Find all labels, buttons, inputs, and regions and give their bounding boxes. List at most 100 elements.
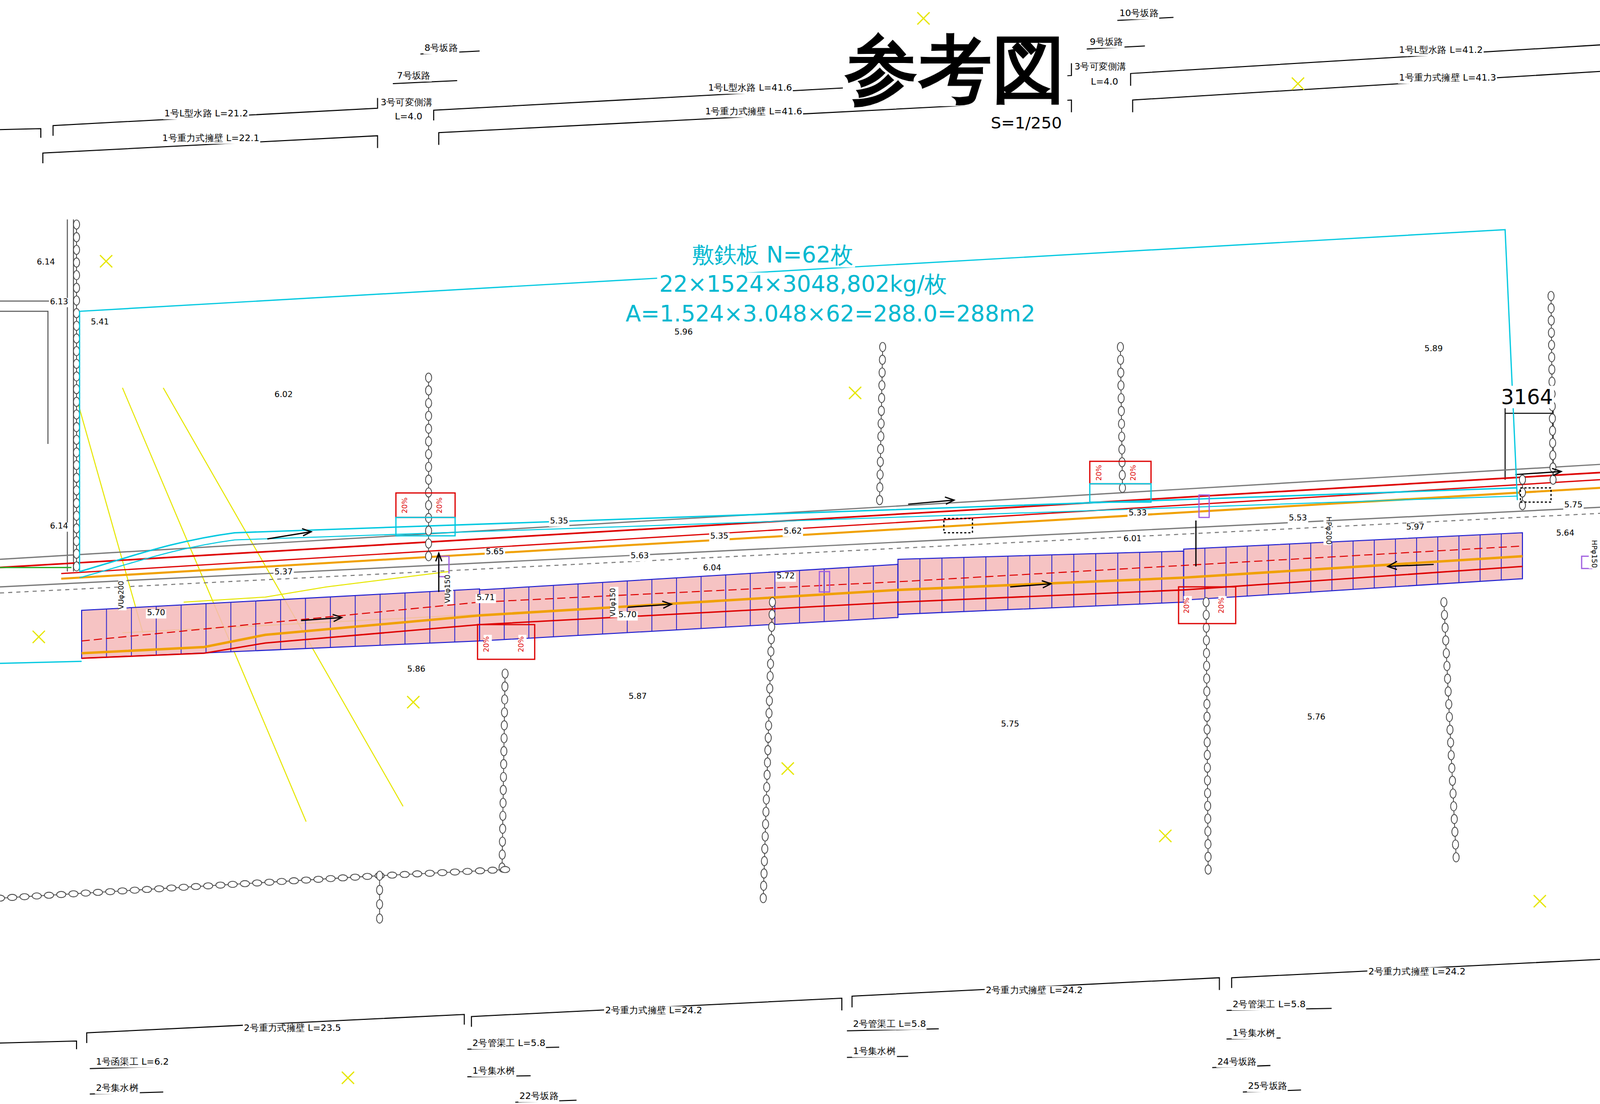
fence-post [877,444,884,454]
ramp-label: 8号坂路 [423,43,459,54]
fence-post [325,875,336,882]
fence-post [450,869,460,876]
plate-joint [963,557,965,612]
fence-post [376,871,383,881]
fence-post [879,355,886,365]
fence-post [501,694,508,704]
fence-post [1204,801,1211,811]
slope-label: 20% [518,635,527,654]
structure-label: 1号L型水路 L=41.2 [1397,45,1485,56]
fence-post [73,523,80,533]
fence-post [1203,686,1210,696]
elevation: 5.72 [775,572,796,582]
fence-post [1441,610,1448,620]
plate-joint [429,591,431,643]
slope-label: 20% [1130,463,1139,482]
length-label: L=4.0 [1089,77,1119,88]
plate-joint [329,596,331,648]
fence-post [1203,610,1210,620]
fence-post [1204,724,1211,735]
elevation: 5.76 [1306,713,1327,723]
plate-joint [1289,544,1291,594]
fence-post [760,893,767,903]
structure-label: 2号重力式擁壁 L=24.2 [984,985,1085,996]
fence-post [81,889,91,896]
pipe-label: VUφ150 [610,586,619,618]
fence-post [1205,864,1212,875]
ramp-label: 9号坂路 [1088,37,1124,48]
elevation: 5.71 [475,593,496,604]
fence-post [1449,775,1456,785]
fence-post [44,892,54,899]
elevation: 6.13 [48,297,70,307]
fence-post [73,511,80,521]
fence-post [763,794,770,805]
fence-post [1548,364,1555,374]
plate-joint [255,601,257,651]
slope-label: 20% [483,635,492,654]
plate-joint [1225,547,1227,598]
fence-post [499,811,506,821]
elevation: 5.62 [782,527,804,537]
fence-post [1204,711,1211,721]
pipe-lines [81,546,1523,659]
fence-post [73,308,80,318]
fence-post [73,219,80,229]
fence-post [73,346,80,356]
fence-post [73,536,80,546]
structure-label: 1号集水桝 [471,1066,517,1077]
fence-post [73,435,80,445]
fence-post [767,646,774,656]
length-label: L=4.0 [393,112,424,123]
fence-post [387,872,397,879]
structure-label: 1号重力式擁壁 L=41.6 [704,107,804,118]
drawing-title: 参考図 [842,32,1068,107]
plate-joint [1310,543,1312,592]
fence-post [764,745,771,755]
fence-post [762,831,769,841]
fence-post [425,385,432,395]
elevation: 5.96 [673,328,694,338]
fence-post [1204,814,1211,824]
fence-post [228,881,238,888]
elevation: 5.65 [484,548,505,558]
structure-label: 3号可変側溝 [1073,62,1128,73]
fence-post [376,885,383,895]
fence-post [1117,355,1124,365]
elevation: 5.37 [273,568,294,578]
fence-post [1204,699,1211,709]
fence-post [73,473,80,483]
fence-post [1203,660,1210,671]
fence-post [73,371,80,381]
fence-lines [0,219,1557,923]
fence-post [766,696,773,706]
fence-post [502,669,509,679]
fence-post [277,878,287,885]
fence-post [500,772,507,782]
fence-post [500,866,510,873]
ramp-label: 22号坂路 [518,1091,560,1102]
fence-post [501,733,508,743]
fence-post [1549,450,1556,460]
fence-post [301,876,311,883]
fence-post [488,867,498,874]
elevation: 5.97 [1405,523,1426,533]
fence-post [767,671,774,681]
fence-post [412,870,422,877]
fence-post [765,720,772,730]
structure-label: 2号管渠工 L=5.8 [1231,1000,1307,1011]
plate-area-border [79,229,1518,572]
fence-post [1203,674,1210,684]
fence-post [768,609,775,619]
plate-joint [1246,546,1248,596]
plate-joint [379,593,381,645]
slope-boxes [395,461,1592,660]
plate-joint [1268,545,1270,595]
fence-post [1117,367,1124,377]
fence-post [105,888,115,895]
plate-joint [1073,554,1075,607]
fence-post [761,868,768,878]
elevation: 5.35 [709,532,730,542]
fence-post [425,436,432,446]
fence-post [1548,340,1555,350]
